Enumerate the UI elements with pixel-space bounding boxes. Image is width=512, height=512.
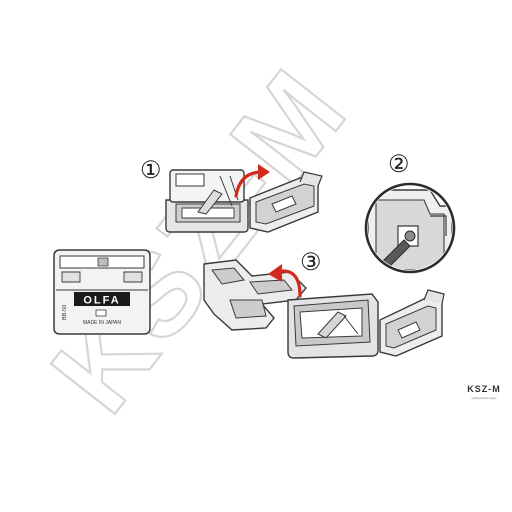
step-3-illustration bbox=[203, 259, 445, 359]
brand-logo-text: OLFA bbox=[83, 295, 120, 307]
step-3-arrow bbox=[268, 264, 302, 298]
brand-logo: KSZ-M quality product supply bbox=[467, 384, 501, 400]
step-1-number: ① bbox=[140, 157, 162, 184]
logo-tagline: quality product supply bbox=[471, 396, 497, 400]
step-3-number: ③ bbox=[300, 249, 322, 276]
closed-case-front: OLFA MADE IN JAPAN BB-50 bbox=[53, 249, 151, 335]
side-label: BB-50 bbox=[62, 305, 68, 320]
logo-text: KSZ-M bbox=[467, 384, 501, 394]
step-1-illustration bbox=[165, 169, 323, 233]
origin-text: MADE IN JAPAN bbox=[83, 320, 121, 326]
step-2-number: ② bbox=[388, 151, 410, 178]
step-1-arrow bbox=[234, 164, 270, 198]
watermark-text: KSZ-M bbox=[26, 45, 372, 436]
step-2-illustration bbox=[364, 182, 456, 274]
